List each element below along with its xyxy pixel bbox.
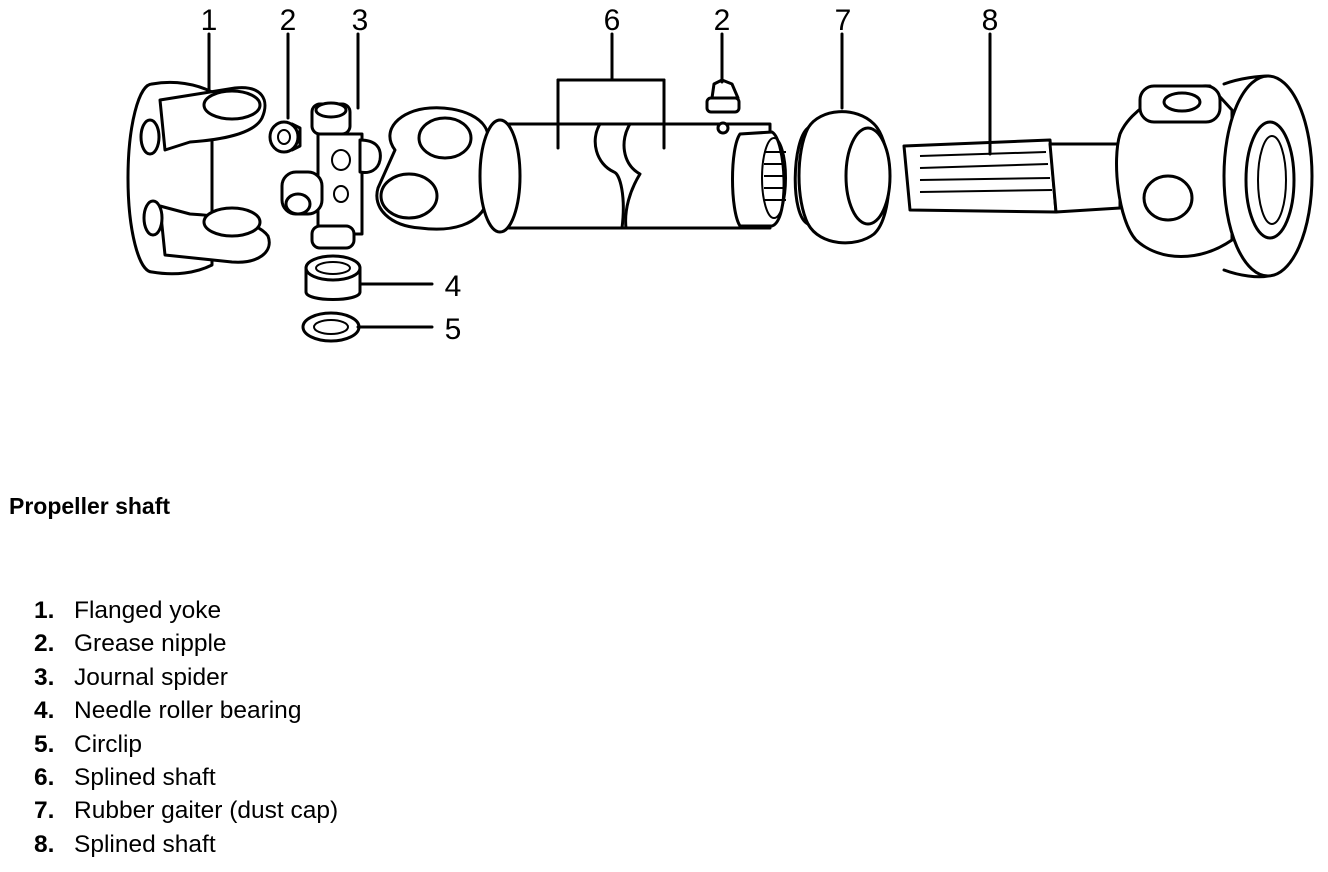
propeller-shaft-diagram: 1 2 3 4 5 6 2 7 8 [126,4,1314,346]
legend-label: Circlip [74,730,143,758]
legend-number: 7. [34,797,55,825]
diagram-title: Propeller shaft [9,493,171,519]
callout-5: 5 [445,313,462,346]
callout-6: 6 [604,4,621,37]
legend-item: 2. Grease nipple [34,627,338,660]
legend-label: Journal spider [74,663,228,691]
legend-number: 8. [34,830,55,858]
legend-label: Rubber gaiter (dust cap) [74,797,339,825]
grease-nipple-left [268,120,302,154]
legend-item: 6. Splined shaft [34,761,338,794]
rubber-gaiter [793,110,892,245]
legend-label: Flanged yoke [74,597,222,624]
legend-number: 4. [34,697,55,725]
needle-roller-bearing [304,254,362,301]
legend-number: 1. [34,597,55,624]
callout-1: 1 [201,4,218,37]
callout-2-right: 2 [714,4,731,37]
parts-legend: 1. Flanged yoke 2. Grease nipple 3. Journal… [34,594,338,861]
legend-label: Splined shaft [74,830,216,858]
legend-item: 3. Journal spider [34,661,338,694]
callout-3: 3 [352,4,369,37]
legend-label: Needle roller bearing [74,697,302,725]
splined-shaft-tube [375,106,787,234]
legend-number: 6. [34,763,55,791]
leader-lines [207,32,992,329]
legend-item: 8. Splined shaft [34,828,338,861]
legend-item: 5. Circlip [34,728,338,761]
legend-number: 5. [34,730,55,758]
grease-nipple-right [705,78,741,135]
legend-item: 1. Flanged yoke [34,594,338,627]
flanged-yoke-left [126,80,271,276]
circlip [301,311,361,343]
callout-2-left: 2 [280,4,297,37]
legend-number: 3. [34,663,55,691]
journal-spider [280,101,382,250]
splined-shaft-yoke [902,74,1314,279]
legend-item: 4. Needle roller bearing [34,694,338,727]
callout-4: 4 [445,270,462,303]
legend-label: Grease nipple [74,630,227,658]
callout-8: 8 [982,4,999,37]
callout-7: 7 [835,4,852,37]
legend-item: 7. Rubber gaiter (dust cap) [34,794,338,827]
legend-number: 2. [34,630,55,658]
legend-label: Splined shaft [74,763,216,791]
